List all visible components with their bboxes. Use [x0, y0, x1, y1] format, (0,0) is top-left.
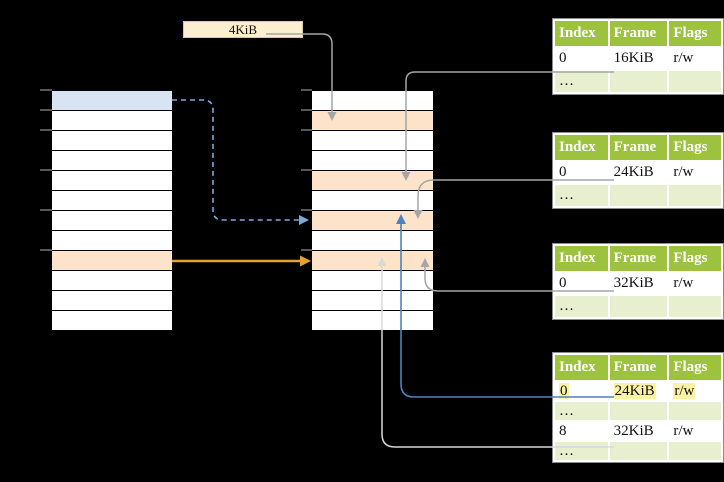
- highlight-text: 0: [559, 382, 569, 399]
- cell-index: …: [555, 402, 608, 420]
- table-header-row: Index Frame Flags: [555, 135, 721, 160]
- cell-flags: r/w: [669, 162, 721, 183]
- cell-frame: 32KiB: [609, 273, 668, 294]
- left-memory-column: [52, 90, 172, 331]
- highlight-text: r/w: [673, 382, 696, 399]
- cell-flags: r/w: [669, 422, 721, 440]
- memory-row: [312, 191, 433, 211]
- memory-row-highlight-orange: [312, 171, 433, 191]
- col-header-frame: Frame: [609, 246, 668, 271]
- memory-row: [52, 171, 172, 191]
- table-header-row: Index Frame Flags: [555, 21, 721, 46]
- memory-row: [312, 131, 433, 151]
- col-header-index: Index: [555, 246, 608, 271]
- col-header-frame: Frame: [609, 355, 668, 380]
- memory-row: [52, 291, 172, 311]
- cell-index: …: [555, 71, 608, 92]
- frame-table-2: Index Frame Flags 0 24KiB r/w …: [552, 132, 724, 209]
- col-header-index: Index: [555, 135, 608, 160]
- memory-row: [52, 191, 172, 211]
- middle-column-ticks: [301, 89, 312, 251]
- memory-row: [52, 271, 172, 291]
- memory-row-highlight-orange: [52, 251, 172, 271]
- memory-row: [312, 291, 433, 311]
- memory-row: [52, 131, 172, 151]
- cell-frame: [609, 185, 668, 206]
- col-header-index: Index: [555, 355, 608, 380]
- frame-table-4: Index Frame Flags 0 24KiB r/w … 8 32KiB …: [552, 352, 724, 463]
- cell-frame: [609, 402, 668, 420]
- cell-flags: r/w: [669, 273, 721, 294]
- table-row: 8 32KiB r/w: [555, 422, 721, 440]
- memory-row: [52, 211, 172, 231]
- table-row-ellipsis: …: [555, 71, 721, 92]
- memory-row: [312, 231, 433, 251]
- cell-frame: [609, 296, 668, 317]
- table-row: 0 32KiB r/w: [555, 273, 721, 294]
- cell-index: 0: [555, 273, 608, 294]
- memory-row: [52, 231, 172, 251]
- col-header-flags: Flags: [669, 355, 721, 380]
- table-header-row: Index Frame Flags: [555, 355, 721, 380]
- cell-index: 0: [555, 48, 608, 69]
- table-row-highlighted: 0 24KiB r/w: [555, 382, 721, 400]
- cell-index: 0: [555, 382, 608, 400]
- col-header-flags: Flags: [669, 135, 721, 160]
- memory-row-highlight-blue: [52, 91, 172, 111]
- cell-index: 0: [555, 162, 608, 183]
- frame-table-1: Index Frame Flags 0 16KiB r/w …: [552, 18, 724, 95]
- frame-table-3: Index Frame Flags 0 32KiB r/w …: [552, 243, 724, 320]
- cell-flags: [669, 296, 721, 317]
- table-row-ellipsis: …: [555, 185, 721, 206]
- highlight-text: 24KiB: [613, 382, 656, 399]
- cell-index: …: [555, 296, 608, 317]
- cell-flags: [669, 71, 721, 92]
- table-row-ellipsis: …: [555, 442, 721, 460]
- left-column-ticks: [40, 89, 52, 251]
- memory-row-highlight-orange: [312, 111, 433, 131]
- cell-flags: [669, 185, 721, 206]
- cell-index: 8: [555, 422, 608, 440]
- memory-row-highlight-orange: [312, 251, 433, 271]
- memory-row: [312, 311, 433, 331]
- cell-frame: 16KiB: [609, 48, 668, 69]
- cell-flags: r/w: [669, 382, 721, 400]
- memory-row: [312, 151, 433, 171]
- cell-frame: 32KiB: [609, 422, 668, 440]
- table-header-row: Index Frame Flags: [555, 246, 721, 271]
- middle-memory-column: [312, 90, 433, 331]
- table-row-ellipsis: …: [555, 296, 721, 317]
- table-row-ellipsis: …: [555, 402, 721, 420]
- memory-row: [52, 311, 172, 331]
- table-row: 0 16KiB r/w: [555, 48, 721, 69]
- cell-frame: 24KiB: [609, 382, 668, 400]
- memory-row: [312, 91, 433, 111]
- memory-row-highlight-orange: [312, 211, 433, 231]
- col-header-frame: Frame: [609, 135, 668, 160]
- col-header-flags: Flags: [669, 246, 721, 271]
- cell-flags: [669, 442, 721, 460]
- col-header-flags: Flags: [669, 21, 721, 46]
- col-header-frame: Frame: [609, 21, 668, 46]
- cell-frame: [609, 71, 668, 92]
- col-header-index: Index: [555, 21, 608, 46]
- memory-row: [52, 111, 172, 131]
- memory-row: [312, 271, 433, 291]
- cell-frame: 24KiB: [609, 162, 668, 183]
- cell-flags: r/w: [669, 48, 721, 69]
- cell-index: …: [555, 185, 608, 206]
- memory-row: [52, 151, 172, 171]
- cell-index: …: [555, 442, 608, 460]
- cell-frame: [609, 442, 668, 460]
- table-row: 0 24KiB r/w: [555, 162, 721, 183]
- arrow-dashed-left-blue-row-to-middle-row7: [172, 99, 309, 225]
- page-size-box: 4KiB: [183, 21, 303, 38]
- page-size-label: 4KiB: [228, 22, 258, 37]
- cell-flags: [669, 402, 721, 420]
